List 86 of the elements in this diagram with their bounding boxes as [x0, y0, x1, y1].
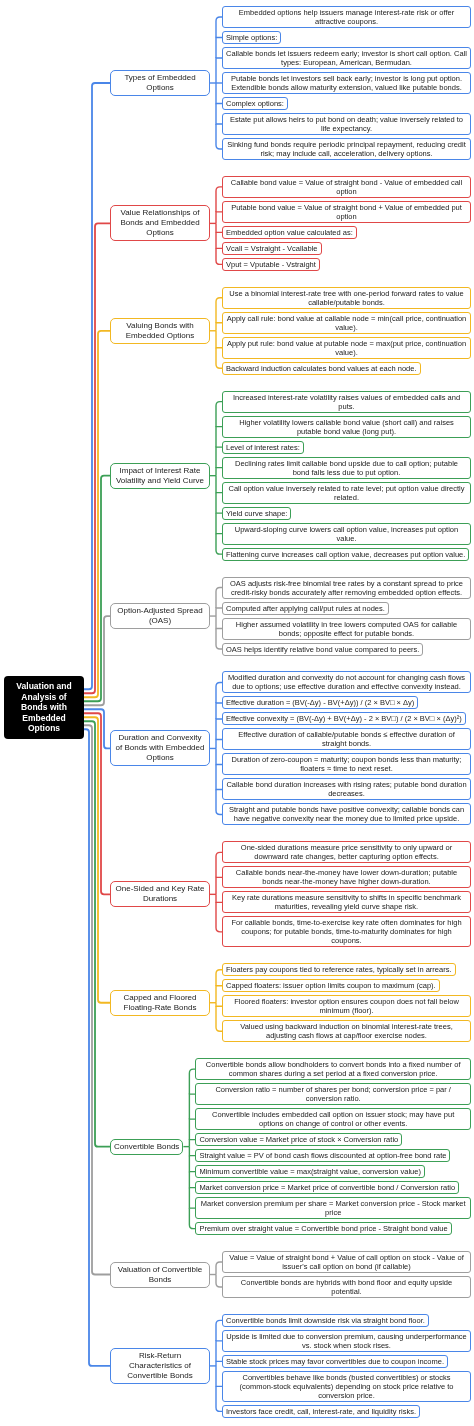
connector-line — [215, 718, 223, 741]
connector-line — [215, 1360, 223, 1367]
topic-box: Valuation of Convertible Bonds — [110, 1261, 210, 1288]
connector-line — [188, 1118, 197, 1141]
connector-line — [215, 627, 223, 650]
connector-line — [215, 186, 223, 213]
connector-line — [215, 607, 223, 617]
connector-line — [215, 681, 223, 704]
connector-line — [215, 1319, 223, 1342]
connector-line — [215, 788, 223, 816]
connector-line — [215, 876, 223, 896]
connector-line — [215, 985, 223, 1004]
topic-box: Duration and Convexity of Bonds with Embedded Options — [110, 730, 210, 767]
connector-line — [209, 747, 217, 750]
topic-box: Value Relationships of Bonds and Embedded Options — [110, 205, 210, 242]
connector-line — [215, 446, 223, 469]
connector-line — [215, 222, 223, 234]
connector-line — [215, 400, 223, 428]
connector-line — [188, 1207, 197, 1230]
topic-box: Convertible Bonds — [110, 1138, 184, 1155]
connector-line — [83, 720, 111, 1148]
connector-line — [215, 893, 223, 904]
connector-line — [83, 222, 111, 695]
connector-line — [215, 969, 223, 987]
connector-line — [215, 1340, 223, 1363]
connector-line — [209, 82, 223, 84]
connector-line — [182, 1145, 191, 1148]
connector-line — [215, 851, 223, 879]
connector-line — [209, 330, 217, 332]
connector-line — [215, 82, 223, 105]
connector-line — [215, 1005, 223, 1032]
connector-line — [215, 702, 223, 720]
topic-box: Valuing Bonds with Embedded Options — [110, 317, 210, 344]
connector-line — [209, 474, 217, 477]
connector-line — [215, 1365, 223, 1388]
connector-line — [215, 532, 223, 555]
connector-line — [209, 1273, 217, 1276]
connector-line — [83, 329, 111, 699]
connector-line — [209, 222, 217, 225]
connector-line — [215, 474, 223, 494]
connector-line — [83, 716, 111, 1004]
topic-box: Option-Adjusted Spread (OAS) — [110, 603, 210, 630]
connector-line — [215, 491, 223, 514]
connector-line — [188, 1154, 197, 1173]
connector-line — [215, 512, 223, 535]
connector-line — [215, 466, 223, 477]
connector-line — [83, 708, 111, 750]
connector-line — [188, 1186, 197, 1209]
connector-line — [215, 57, 223, 84]
topic-box: One-Sided and Key Rate Durations — [110, 881, 210, 908]
connector-line — [215, 102, 223, 125]
connector-line — [83, 615, 111, 707]
connector-line — [215, 1273, 223, 1288]
connector-line — [215, 347, 223, 369]
topic-box: Impact of Interest Rate Volatility and Yield Curve — [110, 462, 210, 489]
connector-line — [215, 425, 223, 448]
connector-line — [188, 1068, 197, 1095]
connector-line — [83, 712, 111, 896]
connector-line — [215, 615, 223, 630]
connector-line — [215, 16, 223, 39]
connector-line — [215, 297, 223, 324]
connector-line — [215, 211, 223, 225]
connector-line — [215, 322, 223, 332]
connector-line — [188, 1093, 197, 1120]
connector-line — [209, 1365, 217, 1367]
connector-line — [215, 747, 223, 766]
root-topic-box: Valuation and Analysis of Bonds with Embedded Options — [4, 676, 84, 739]
topic-box: Types of Embedded Options — [110, 70, 210, 96]
connector-line — [215, 330, 223, 349]
topic-box: Risk-Return Characteristics of Convertible Bonds — [110, 1347, 210, 1384]
connector-line — [215, 586, 223, 609]
connector-line — [215, 1385, 223, 1413]
connector-line — [215, 738, 223, 750]
connector-line — [215, 36, 223, 59]
connector-line — [215, 901, 223, 933]
connector-line — [209, 1002, 217, 1004]
connector-line — [83, 474, 111, 703]
connector-line — [215, 231, 223, 250]
connector-line — [209, 893, 217, 896]
topic-box: Capped and Floored Floating-Rate Bonds — [110, 989, 210, 1016]
connector-line — [215, 763, 223, 791]
connector-line — [215, 123, 223, 150]
connector-line — [215, 247, 223, 266]
connector-line — [215, 1261, 223, 1276]
connector-line — [209, 615, 217, 617]
connector-line — [188, 1170, 197, 1189]
